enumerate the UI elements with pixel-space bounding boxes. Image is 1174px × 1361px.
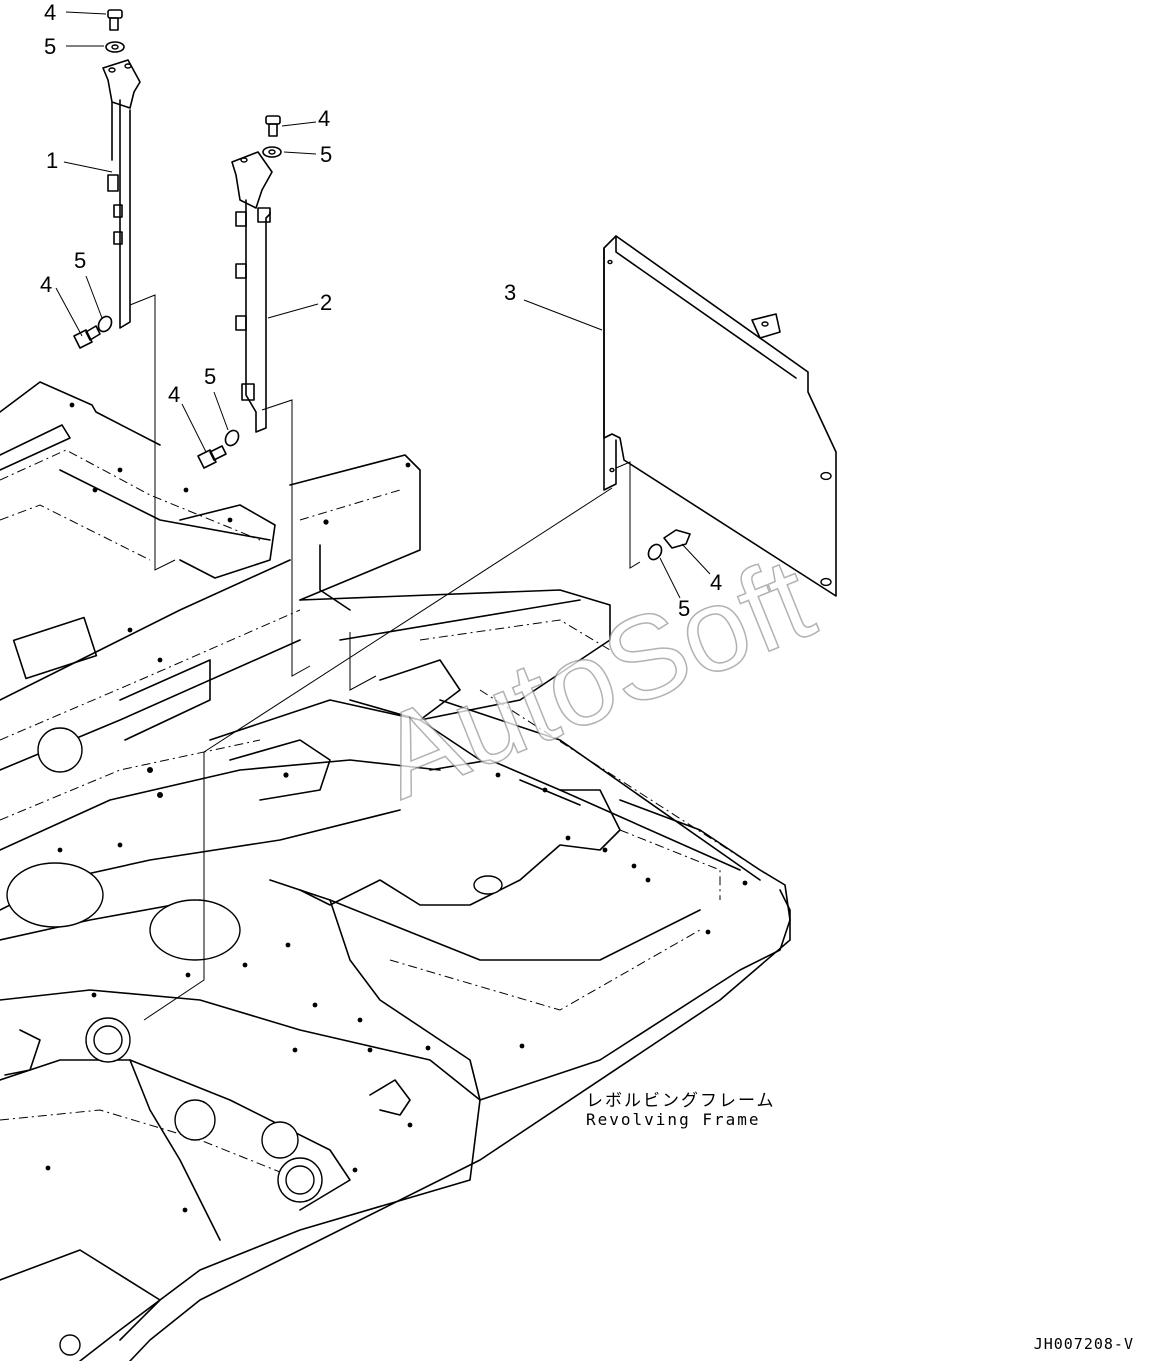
revolving-frame (0, 381, 791, 1361)
bolt-a-icon (107, 9, 123, 31)
callout-5: 5 (44, 34, 57, 59)
caption-japanese: レボルビングフレーム (586, 1091, 776, 1111)
callout-3: 3 (504, 280, 517, 305)
part-1-bracket (102, 59, 176, 571)
callout-5: 5 (678, 596, 691, 621)
part-2-bracket (231, 151, 311, 677)
washer-a-icon (105, 41, 125, 53)
caption-english: Revolving Frame (586, 1110, 761, 1129)
callout-1: 1 (46, 148, 59, 173)
callout-4: 4 (168, 382, 181, 407)
callout-5: 5 (320, 142, 333, 167)
callout-4: 4 (40, 272, 53, 297)
washer-c-icon (97, 315, 113, 333)
callout-5: 5 (74, 248, 87, 273)
washer-d-icon (224, 429, 240, 447)
callout-4: 4 (318, 106, 331, 131)
callout-leaders (55, 11, 711, 599)
drawing-number: JH007208-V (1033, 1335, 1134, 1353)
bolts-and-washers (73, 9, 691, 561)
callout-5: 5 (204, 364, 217, 389)
callout-4: 4 (710, 570, 723, 595)
frame-bolt-dots (45, 402, 748, 1213)
washer-e-icon (647, 543, 663, 561)
part-3-cover-plate (143, 235, 837, 1021)
bolt-d-icon (197, 445, 227, 469)
bolt-b-icon (265, 115, 281, 137)
callout-2: 2 (320, 290, 333, 315)
washer-b-icon (262, 146, 282, 158)
callout-4: 4 (44, 0, 57, 25)
bolt-e-icon (663, 529, 691, 549)
bolt-c-icon (73, 325, 101, 349)
